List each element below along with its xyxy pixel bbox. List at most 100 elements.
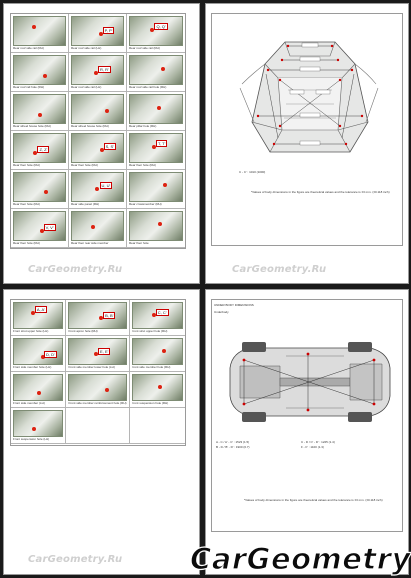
watermark-small: CarGeometry.Ru [28,264,123,275]
photo-caption [68,437,126,442]
document-page-2: C - C' : 1010 (1000) *Values of body dim… [205,3,409,284]
measure-point-marker [150,28,155,33]
body-photo [71,94,124,124]
measure-point-marker [156,105,161,110]
measure-point-marker [158,222,163,227]
photo-caption: Rear floor hole (RH) [13,241,40,245]
photo-cell: B, B' Front apron hole (RH) [66,300,130,336]
measure-point-marker [42,73,47,78]
photo-caption: Rear floor hole (RH) [71,163,98,167]
body-photo [13,55,66,85]
dimension-right-2: F - F' : 1100 (1.3) [301,445,324,449]
empty-photo-slot [131,410,183,437]
dimension-left-2: B - D / B' - D' : 1900 (0.7) [216,445,250,449]
photo-caption: Rear floor rear side member [71,241,109,245]
body-photo [13,94,66,124]
measure-point-label: V, V' [43,223,56,231]
photo-grid: A, A'Front strut upper hole (LH) B, B' Fro… [11,300,185,444]
measure-point-marker [33,151,38,156]
photo-caption: Rear roof side rail (LH) [71,85,102,89]
photo-caption: Rear pillar hole (RH) [129,124,157,128]
photo-caption: Front side member hole (RH) [131,365,171,369]
photo-cell: V, V' Rear floor hole (RH) [11,209,69,248]
photo-caption: Rear roof side rail (RH) [13,46,44,50]
watermark-small: CarGeometry.Ru [232,264,327,275]
measure-point-label: U, U' [99,181,113,189]
document-page-3: A, A'Front strut upper hole (LH) B, B' Fro… [3,289,200,575]
photo-cell: D, D'Front side member hole (LH) [11,336,67,372]
photo-cell: Q, Q'Rear roof side rail (RH) [127,14,185,53]
body-photo: A, A' [13,302,64,329]
measure-point-marker [162,183,167,188]
photo-cell: S, S'Rear floor hole (RH) [69,131,127,170]
body-photo [129,94,183,124]
photo-cell: T, T' Rear floor hole (RH) [127,131,185,170]
photo-cell: Front suspension hole (LH) [11,408,67,444]
empty-photo-slot [68,410,127,437]
photo-cell: Front side member (LH) [11,372,67,408]
photo-caption: Rear roof side rail (LH) [71,46,102,50]
photo-caption: Rear wheel house hole (RH) [13,124,51,128]
photo-caption [132,437,183,442]
document-page-4: UNDER BODY DIMENSIONS Underbody A - C / … [205,289,409,575]
body-photo: E, E' [68,338,127,365]
measure-point-marker [100,148,105,152]
photo-table-frame [10,13,186,249]
body-photo: V, V' [13,211,66,241]
photo-cell: Rear floor hole (RH) [11,170,69,209]
diagram-frame [211,13,403,246]
body-photo: S, S' [71,133,124,163]
measure-point-label: B, B' [103,311,116,319]
body-photo: B, B' [68,302,127,329]
measure-point-marker [157,384,162,389]
photo-cell: E, E'Front side member lower hole (LH) [66,336,130,372]
diagram-frame [211,299,403,532]
measure-point-label: P, P' [102,26,115,34]
measure-point-marker [37,112,42,117]
photo-cell: Rear wheel house hole (RH) [11,92,69,131]
body-photo [71,211,124,241]
measure-point-label: D, D' [44,350,57,358]
measure-point-label: T, T' [156,139,168,147]
dimension-right-1: C - D / C' - D' : 1225 (1.4) [301,440,335,444]
photo-grid: Rear roof side rail (RH) P, P' Rear roof s… [11,14,185,248]
body-photo [129,211,183,241]
photo-caption: Rear crossmember (RH) [129,202,162,206]
measure-point-marker [151,144,156,149]
body-photo [13,374,64,401]
body-photo [68,374,127,401]
measure-point-marker [32,426,37,431]
photo-cell: A, A'Front strut upper hole (LH) [11,300,67,336]
photo-caption: Rear floor hole (RH) [13,163,40,167]
measure-point-label: E, E' [98,347,111,355]
photo-caption: Front side member reinforcement hole (RH… [68,401,127,405]
measure-point-marker [98,316,103,321]
photo-caption: Front apron hole (RH) [68,329,98,333]
photo-cell: Front side member hole (RH) [129,336,185,372]
photo-cell: U, U'Rear side panel (RH) [69,170,127,209]
section-subheading: Underbody [214,310,229,314]
body-interior-diagram [239,41,379,153]
photo-caption: Rear floor hole (RH) [129,163,156,167]
measure-point-marker [162,349,167,353]
measure-point-marker [30,310,35,315]
photo-cell: C, C'Front strut upper hole (RH) [129,300,185,336]
body-photo [129,55,183,85]
body-photo [131,374,183,401]
measure-point-marker [90,225,95,230]
body-photo: C, C' [131,302,183,329]
photo-cell: R, R'Rear roof side rail (LH) [69,53,127,92]
photo-cell: Z, Z'Rear floor hole (RH) [11,131,69,170]
underbody-diagram [229,342,391,422]
photo-caption: Rear floor hole (RH) [13,202,40,206]
photo-caption: Front suspension hole (LH) [13,437,50,441]
measure-point-label: C, C' [155,308,169,316]
photo-caption: Front strut upper hole (LH) [13,329,49,333]
photo-cell: Rear roof rail hole (RH) [11,53,69,92]
body-photo: R, R' [71,55,124,85]
body-photo [129,172,183,202]
document-page-1: Rear roof side rail (RH) P, P' Rear roof s… [3,3,200,284]
tolerance-footnote: *Values of body dimensions in the figure… [251,190,390,194]
photo-cell: Rear crossmember (RH) [127,170,185,209]
body-photo: Q, Q' [129,16,183,46]
